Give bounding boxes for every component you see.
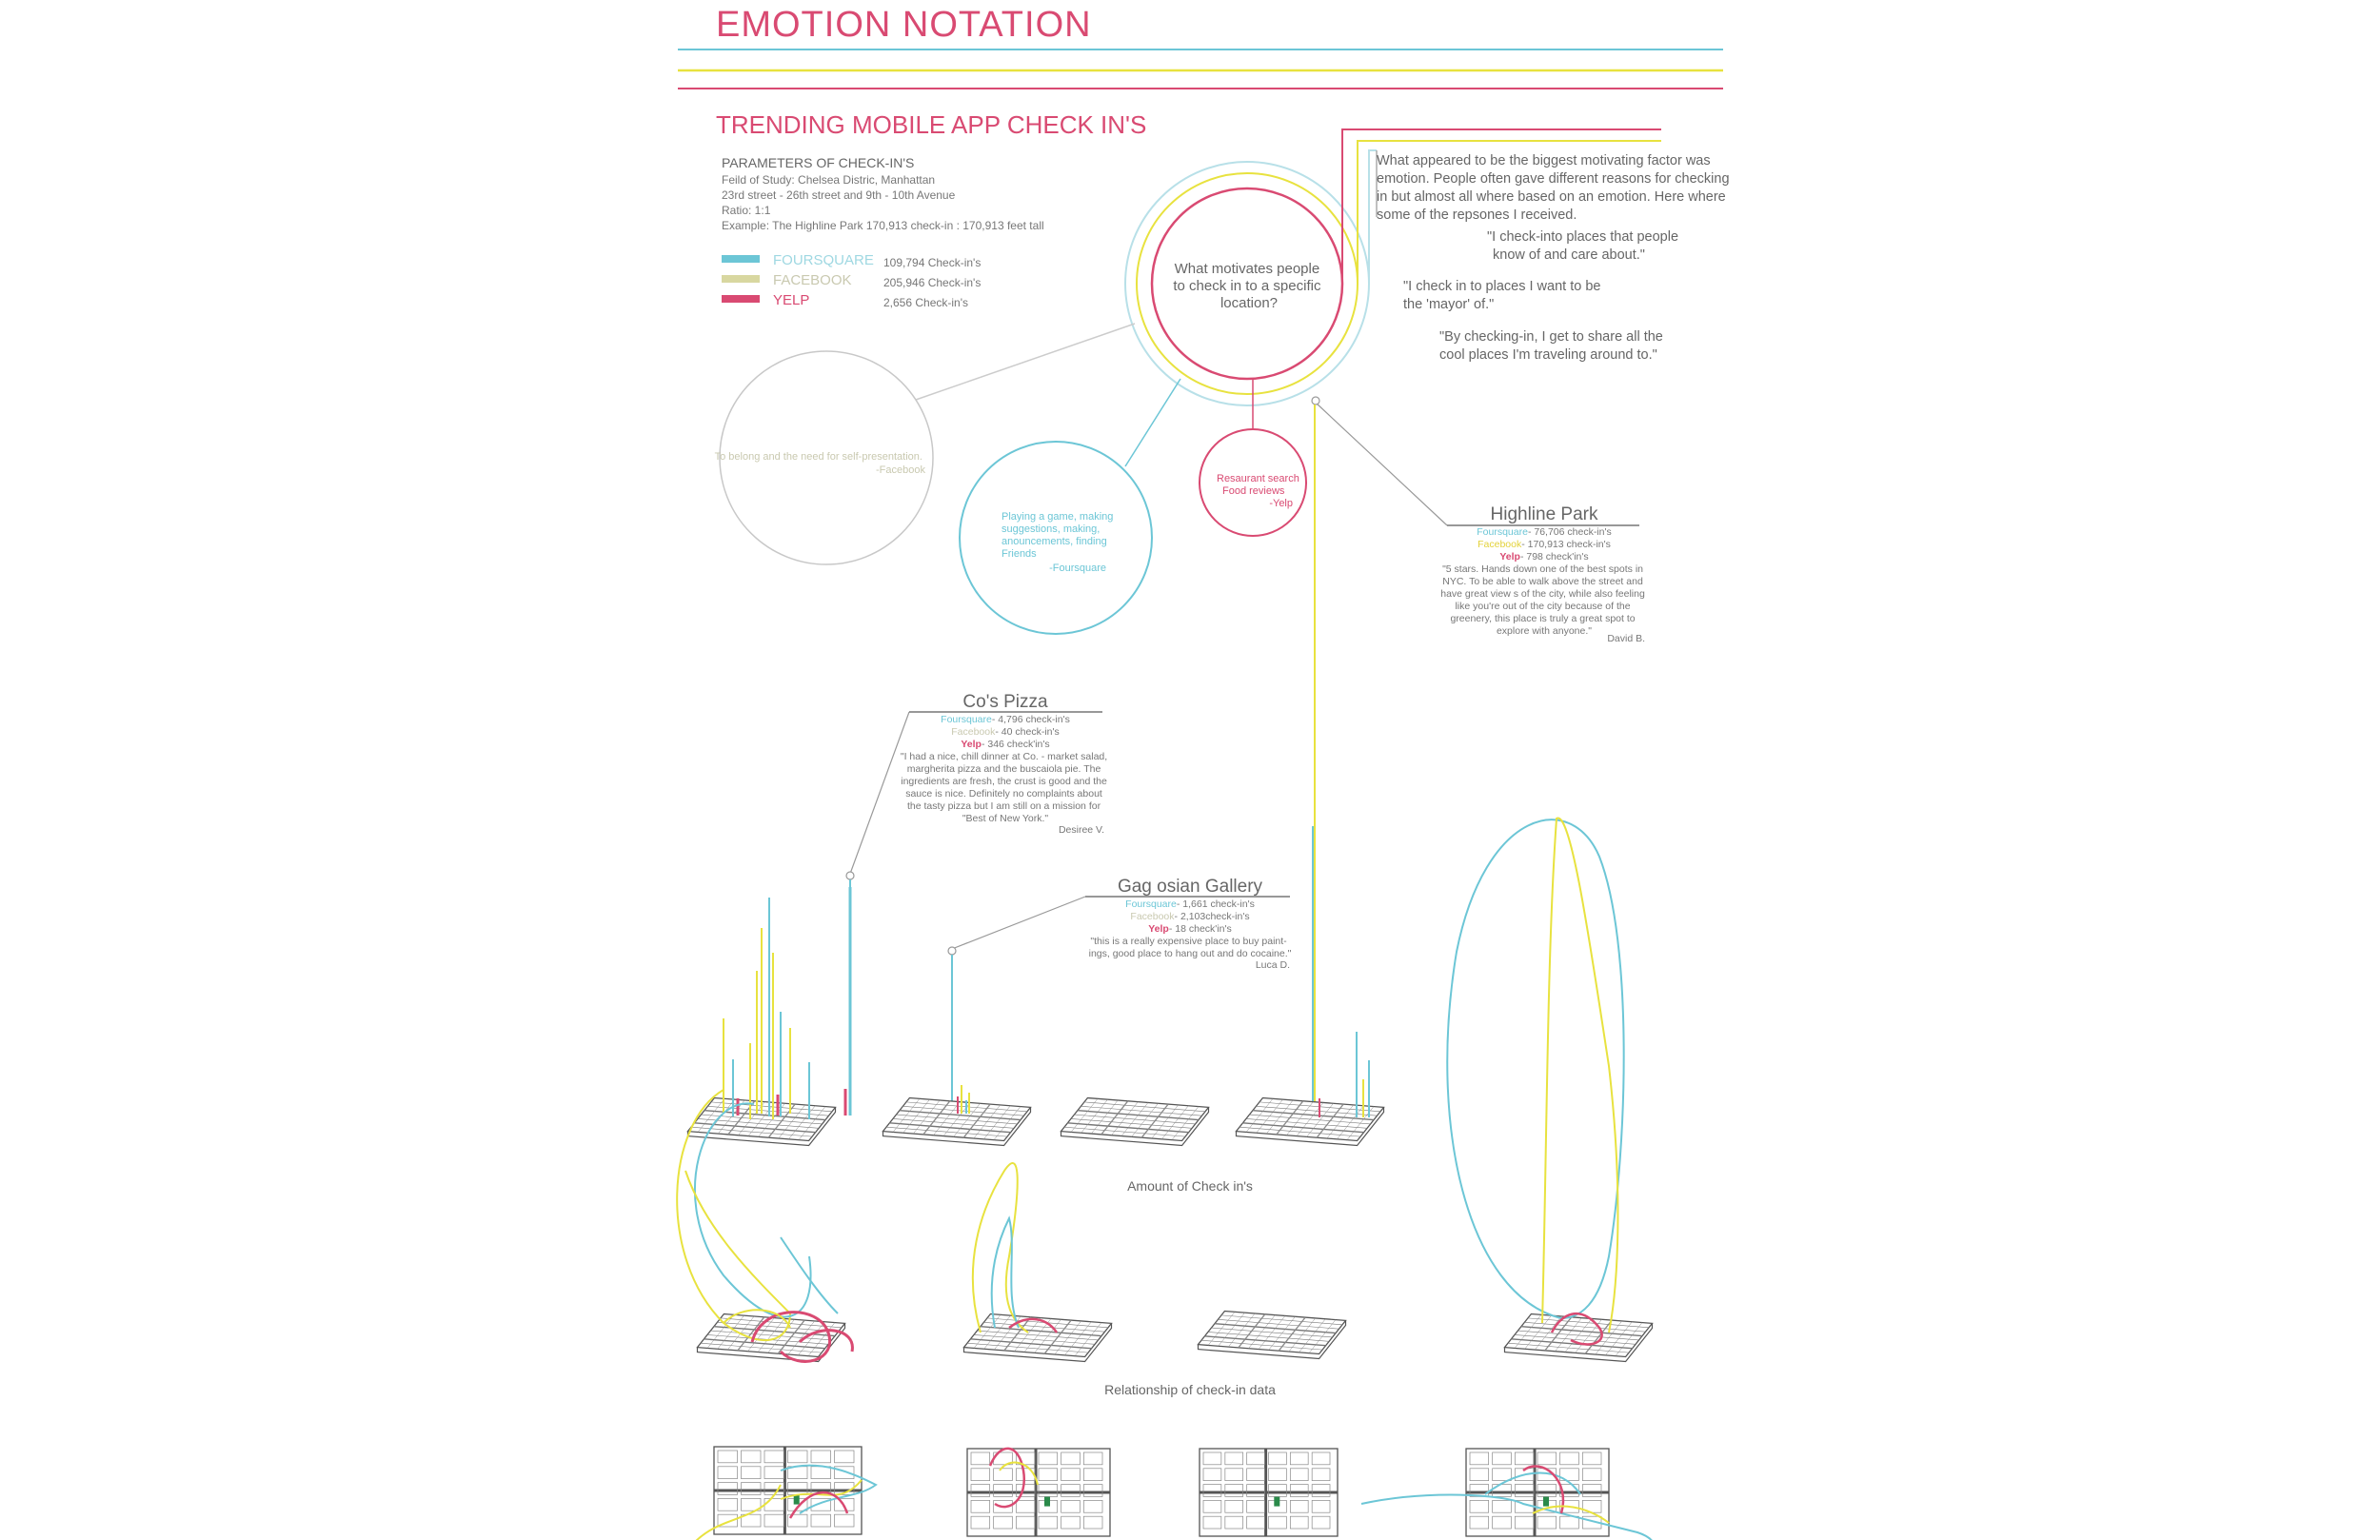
label-amount: Amount of Check in's (1127, 1178, 1253, 1194)
iso-map-highline (1235, 1096, 1385, 1147)
parameters-line: Example: The Highline Park 170,913 check… (722, 219, 1044, 232)
foursquare-bubble: Playing a game, making suggestions, maki… (959, 441, 1153, 635)
header-rules (678, 49, 1723, 89)
cos-pizza-info: Co's Pizza Foursquare- 4,796 check-in's … (845, 692, 1110, 880)
legend-swatch-foursquare (722, 255, 760, 263)
legend-value-yelp: 2,656 Check-in's (883, 296, 968, 309)
cos-author: Desiree V. (1059, 824, 1104, 836)
highline-review: "5 stars. Hands down one of the best spo… (1440, 563, 1648, 637)
highline-stat-facebook: Facebook- 170,913 check-in's (1478, 539, 1611, 550)
gagosian-stat-foursquare: Foursquare- 1,661 check-in's (1125, 898, 1255, 910)
legend: FOURSQUARE 109,794 Check-in's FACEBOOK 2… (722, 252, 981, 309)
iso-map-highline-relationship (1503, 1313, 1654, 1363)
flat-map-neighborhood (1199, 1448, 1339, 1537)
yelp-bubble: Resaurant search Food reviews -Yelp (1199, 428, 1307, 537)
gagosian-author: Luca D. (1256, 959, 1290, 971)
connector-facebook (915, 323, 1136, 401)
gagosian-review: "this is a really expensive place to buy… (1089, 936, 1292, 959)
hub-bracket-lines (1341, 128, 1661, 284)
center-question: What motivates people to check in to a s… (1173, 261, 1324, 311)
cos-stat-foursquare: Foursquare- 4,796 check-in's (941, 714, 1070, 725)
legend-value-facebook: 205,946 Check-in's (883, 276, 981, 289)
section-subtitle: TRENDING MOBILE APP CHECK IN'S (716, 110, 1146, 139)
legend-swatch-facebook (722, 275, 760, 283)
poster-title: EMOTION NOTATION (716, 5, 1092, 45)
facebook-bubble: To belong and the need for self-presenta… (715, 350, 934, 565)
cos-stat-yelp: Yelp- 346 check'in's (961, 739, 1049, 750)
iso-map-gagosian-relationship (962, 1313, 1113, 1363)
facebook-bubble-text: To belong and the need for self-presenta… (715, 451, 926, 476)
highline-stat-foursquare: Foursquare- 76,706 check-in's (1477, 526, 1612, 538)
intro-text: What appeared to be the biggest motivati… (1377, 153, 1734, 223)
legend-name-yelp: YELP (773, 292, 809, 308)
parameters-block: PARAMETERS OF CHECK-IN'S Feild of Study:… (722, 155, 1044, 232)
highline-title: Highline Park (1491, 504, 1598, 524)
parameters-line: Ratio: 1:1 (722, 204, 771, 217)
foursquare-bubble-text: Playing a game, making suggestions, maki… (1002, 511, 1116, 574)
iso-map-gagosian (882, 1096, 1032, 1147)
gagosian-title: Gag osian Gallery (1118, 877, 1263, 897)
legend-name-facebook: FACEBOOK (773, 272, 852, 288)
parameters-line: 23rd street - 26th street and 9th - 10th… (722, 188, 956, 202)
gagosian-info: Gag osian Gallery Foursquare- 1,661 chec… (947, 877, 1292, 971)
quote-3: "By checking-in, I get to share all the … (1439, 329, 1667, 363)
quote-2: "I check in to places I want to be the '… (1403, 279, 1605, 312)
parameters-line: Feild of Study: Chelsea Distric, Manhatt… (722, 173, 935, 187)
connector-foursquare (1124, 378, 1181, 467)
legend-name-foursquare: FOURSQUARE (773, 252, 874, 268)
flat-map-curves (695, 1447, 1653, 1540)
flat-maps-row (713, 1446, 1610, 1537)
gagosian-stat-yelp: Yelp- 18 check'in's (1148, 923, 1231, 935)
iso-map-cos-pizza (686, 1096, 837, 1147)
yelp-bubble-text: Resaurant search Food reviews -Yelp (1217, 473, 1302, 509)
relationship-curves (676, 817, 1625, 1363)
flat-map-gagosian (966, 1448, 1111, 1537)
quote-1: "I check-into places that people know of… (1487, 229, 1682, 263)
iso-map-neighborhood-relationship (1197, 1310, 1347, 1360)
cos-title: Co's Pizza (962, 692, 1048, 712)
label-relationship: Relationship of check-in data (1104, 1382, 1276, 1397)
flat-map-cos-pizza (713, 1446, 863, 1535)
flat-map-highline (1465, 1448, 1610, 1537)
iso-map-neighborhood (1060, 1096, 1210, 1147)
highline-park-info: Highline Park Foursquare- 76,706 check-i… (1311, 396, 1648, 644)
cos-review: "I had a nice, chill dinner at Co. - mar… (901, 751, 1110, 824)
parameters-heading: PARAMETERS OF CHECK-IN'S (722, 155, 914, 170)
gagosian-stat-facebook: Facebook- 2,103check-in's (1130, 911, 1249, 922)
legend-swatch-yelp (722, 295, 760, 303)
amount-maps-row (686, 887, 1385, 1147)
highline-stat-yelp: Yelp- 798 check'in's (1499, 551, 1588, 563)
highline-author: David B. (1607, 633, 1645, 644)
legend-value-foursquare: 109,794 Check-in's (883, 256, 981, 269)
cos-stat-facebook: Facebook- 40 check-in's (951, 726, 1060, 738)
